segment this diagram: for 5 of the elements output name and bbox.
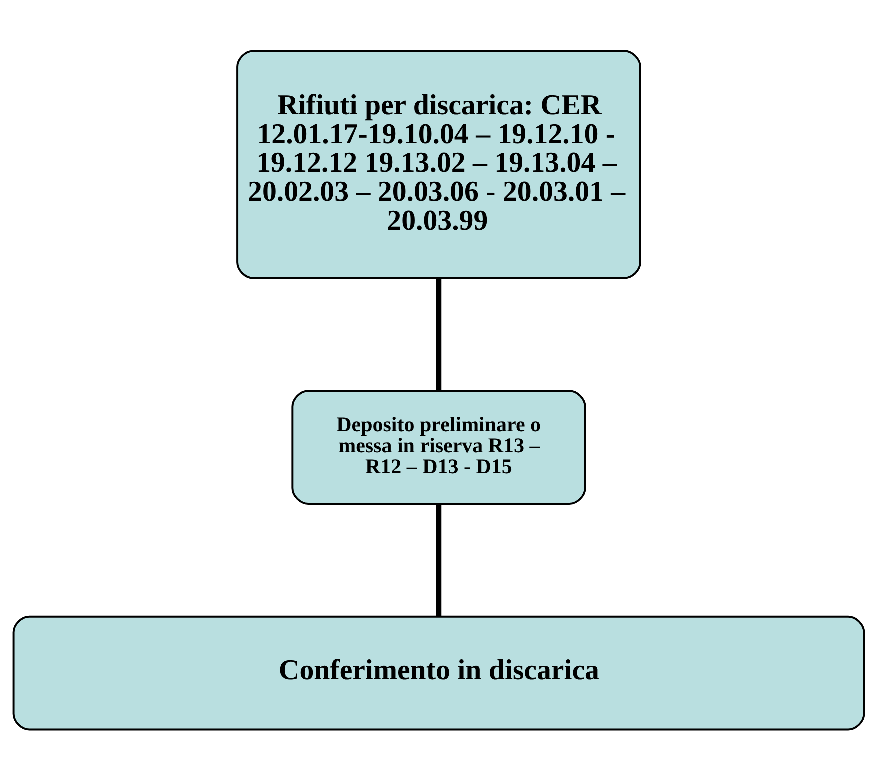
node-box: Deposito preliminare o messa in riserva R13 – R12 – D13 - D15 <box>292 390 586 504</box>
connector <box>436 504 442 616</box>
node-box: Rifiuti per discarica: CER 12.01.17-19.10.04 – 19.12.10 - 19.12.12 19.13.02 – 19.13.04 – 20.02.03 – 20.03.06 - 20.03.01 – 20.03.99 <box>236 50 642 279</box>
node-box: Conferimento in discarica <box>12 615 866 730</box>
connector <box>436 278 442 390</box>
